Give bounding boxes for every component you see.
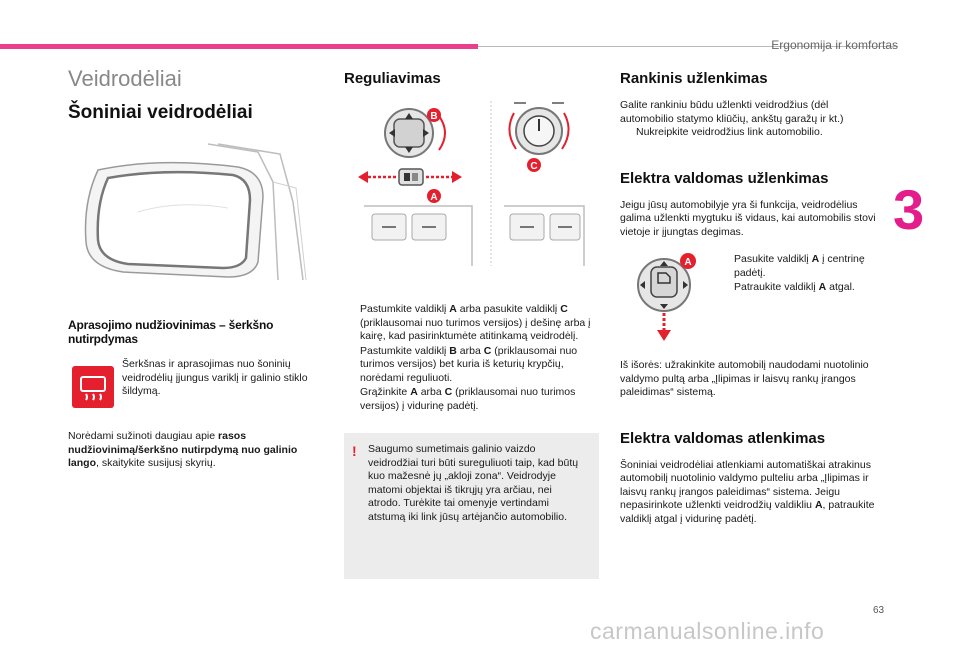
electric-fold-text: Jeigu jūsų automobilyje yra ši funkcija,… — [620, 198, 876, 238]
manual-fold-text: Galite rankiniu būdu užlenkti veidrodžiu… — [620, 99, 844, 125]
label-b: B — [430, 111, 437, 122]
safety-warning-box: ! Saugumo sumetimais galinio vaizdo veid… — [344, 433, 599, 579]
header-title: Ergonomija ir komfortas — [771, 38, 898, 52]
fold-step: Patraukite valdiklį A atgal. — [718, 281, 868, 295]
step-key: A — [818, 281, 827, 293]
rear-defrost-icon — [72, 366, 114, 408]
header-accent-bar — [0, 44, 478, 49]
step-text: Nukreipkite veidrodžius link automobilio… — [636, 126, 823, 138]
unfold-text-end: , patraukite valdiklį atgal į vidurinę p… — [620, 499, 875, 525]
step-key: B — [449, 344, 457, 357]
step-text: Grąžinkite — [360, 386, 411, 398]
defrost-heading: Aprasojimo nudžiovinimas – šerkšno nutir… — [68, 318, 274, 346]
step-text: atgal. — [826, 281, 855, 293]
adjustment-step: Pastumkite valdiklį A arba pasukite vald… — [344, 303, 599, 344]
label-a: A — [684, 257, 691, 268]
adjustment-step: Pastumkite valdiklį B arba C (priklausom… — [344, 345, 599, 386]
label-a: A — [430, 192, 437, 203]
electric-fold-heading: Elektra valdomas užlenkimas — [620, 169, 829, 187]
step-text: Pasukite valdiklį — [734, 253, 812, 265]
fold-control-illustration: A — [637, 253, 696, 341]
page-number: 63 — [873, 605, 885, 616]
step-key: C — [560, 303, 568, 315]
defrost-block: Šerkšnas ir aprasojimas nuo šoninių veid… — [68, 358, 318, 416]
fold-control-block: A Pasukite valdiklį A į centrinę padėtį.… — [620, 251, 878, 347]
section-title: Veidrodėliai — [68, 66, 182, 91]
warning-icon: ! — [352, 443, 357, 459]
step-key: C — [483, 344, 492, 357]
step-text: į centrinę padėtį. — [734, 253, 865, 279]
outside-fold-text: Iš išorės: užrakinkite automobilį naudod… — [620, 359, 869, 398]
label-c: C — [530, 161, 537, 172]
column-folding: Rankinis užlenkimas Galite rankiniu būdu… — [620, 60, 878, 526]
manual-fold-heading: Rankinis užlenkimas — [620, 70, 768, 87]
adjustment-step: Grąžinkite A arba C (priklausomai nuo tu… — [344, 386, 599, 413]
step-text: arba — [456, 344, 484, 357]
defrost-note: Norėdami sužinoti daugiau apie rasos nud… — [68, 430, 318, 471]
note-link-text: rasos nudžiovinimą/šerkšno nutirpdymą nu… — [68, 430, 298, 469]
column-adjustment: Reguliavimas B A C — [344, 60, 599, 579]
column-mirrors: Veidrodėliai Šoniniai veidrodėliai Apras… — [68, 60, 318, 471]
step-text: (priklausomai nuo turimos versijos) bet … — [360, 344, 578, 384]
step-text: Pastumkite valdiklį — [360, 303, 450, 315]
step-text: arba pasukite valdiklį — [456, 303, 561, 315]
electric-unfold-heading: Elektra valdomas atlenkimas — [620, 429, 826, 447]
adjustment-heading: Reguliavimas — [344, 70, 441, 87]
chapter-number: 3 — [893, 178, 925, 241]
step-key: C — [444, 386, 453, 398]
manual-fold-step: Nukreipkite veidrodžius link automobilio… — [620, 126, 878, 140]
manual-fold-steps: Nukreipkite veidrodžius link automobilio… — [620, 126, 878, 140]
fold-step: Pasukite valdiklį A į centrinę padėtį. — [718, 253, 868, 280]
note-text: Norėdami sužinoti daugiau apie — [68, 430, 219, 442]
watermark: carmanualsonline.info — [590, 618, 825, 644]
unfold-key: A — [814, 499, 823, 511]
safety-warning-text: Saugumo sumetimais galinio vaizdo veidro… — [368, 443, 579, 523]
side-mirror-illustration — [84, 143, 307, 281]
note-text-end: , skaitykite susijusį skyrių. — [96, 457, 216, 469]
step-text: Patraukite valdiklį — [734, 281, 819, 293]
step-text: arba — [417, 386, 445, 398]
step-key: A — [449, 303, 457, 315]
step-key: A — [410, 386, 418, 398]
step-key: A — [811, 253, 820, 265]
defrost-text: Šerkšnas ir aprasojimas nuo šoninių veid… — [122, 358, 308, 397]
adjustment-steps: Pastumkite valdiklį A arba pasukite vald… — [344, 303, 599, 413]
fold-steps: Pasukite valdiklį A į centrinę padėtį. P… — [718, 253, 868, 296]
electric-unfold-text: Šoniniai veidrodėliai atlenkiami automat… — [620, 459, 878, 527]
step-text: (priklausomai nuo turimos versijos) į vi… — [360, 386, 576, 412]
step-text: Pastumkite valdiklį — [360, 344, 450, 357]
mirror-control-illustration: B A C — [358, 101, 585, 266]
step-text: (priklausomai nuo turimos versijos) į de… — [360, 316, 591, 343]
header-divider — [478, 46, 898, 47]
side-mirrors-heading: Šoniniai veidrodėliai — [68, 102, 253, 123]
unfold-text: Šoniniai veidrodėliai atlenkiami automat… — [620, 458, 871, 512]
